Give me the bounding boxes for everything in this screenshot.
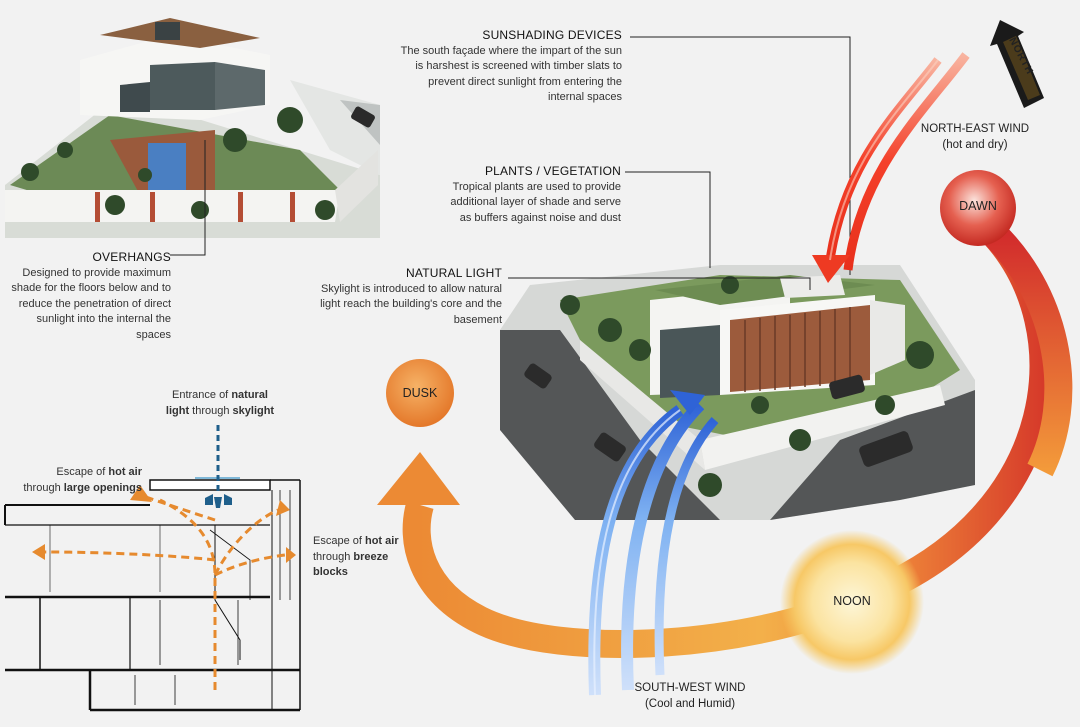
hot-air-arrowhead xyxy=(130,485,152,502)
sunshading-callout: SUNSHADING DEVICES The south façade wher… xyxy=(380,28,622,106)
overhangs-render xyxy=(5,18,380,238)
sunshading-leader xyxy=(630,36,851,275)
north-arrow-icon xyxy=(990,20,1044,108)
dawn-label: DAWN xyxy=(959,199,997,213)
skylight-light-shaft xyxy=(205,425,232,508)
overhangs-leader xyxy=(170,140,206,256)
overhangs-line: sunlight into the internal the xyxy=(36,313,171,325)
southwest-wind-sub: (Cool and Humid) xyxy=(644,698,736,710)
northeast-wind-title: NORTH-EAST WIND xyxy=(920,123,1030,135)
plants-title: PLANTS / VEGETATION xyxy=(484,164,621,178)
noon-circle xyxy=(780,530,924,674)
natural-light-callout: NATURAL LIGHT Skylight is introduced to … xyxy=(298,266,502,328)
southwest-wind-label: SOUTH-WEST WIND (Cool and Humid) xyxy=(620,680,760,712)
escape-breeze-blocks-label: Escape of hot air through breeze blocks xyxy=(313,535,399,578)
overhangs-line: Designed to provide maximum xyxy=(22,266,171,279)
natural-light-line: light reach the building's core and the xyxy=(320,298,502,310)
natural-light-leader xyxy=(508,277,811,290)
dawn-circle xyxy=(940,170,1016,246)
hot-air-paths xyxy=(44,493,286,690)
sunshading-line: prevent direct sunlight from entering th… xyxy=(428,75,622,88)
escape-large-openings-label: Escape of hot air through large openings xyxy=(23,466,142,494)
plants-line: Tropical plants are used to provide xyxy=(452,180,621,193)
northeast-wind-arrows xyxy=(812,52,970,283)
southwest-wind-arrows xyxy=(588,390,719,696)
sun-path-arc xyxy=(402,225,1058,658)
building-render xyxy=(500,265,975,520)
sunshading-line: is harshest is screened with timber slat… xyxy=(415,60,622,72)
dusk-circle xyxy=(386,359,454,427)
plants-line: as buffers against noise and dust xyxy=(459,211,621,224)
overhangs-callout: OVERHANGS Designed to provide maximum sh… xyxy=(10,250,171,343)
dusk-label: DUSK xyxy=(402,386,438,400)
southwest-wind-title: SOUTH-WEST WIND xyxy=(634,682,746,694)
overhangs-line: shade for the floors below and to xyxy=(11,282,171,294)
sunshading-line: internal spaces xyxy=(548,91,622,103)
northeast-wind-label: NORTH-EAST WIND (hot and dry) xyxy=(905,121,1045,153)
hot-air-arrowhead xyxy=(32,544,45,560)
plants-callout: PLANTS / VEGETATION Tropical plants are … xyxy=(420,164,621,226)
plants-line: additional layer of shade and serve xyxy=(450,196,621,208)
hot-air-arrowhead xyxy=(286,547,296,563)
natural-light-line: Skylight is introduced to allow natural xyxy=(321,282,502,295)
sunshading-line: The south façade where the impart of the… xyxy=(400,44,622,57)
natural-light-line: basement xyxy=(453,313,502,326)
hot-air-arrowhead xyxy=(276,500,290,516)
sunshading-title: SUNSHADING DEVICES xyxy=(482,28,622,42)
natural-light-title: NATURAL LIGHT xyxy=(406,266,502,280)
section-drawing xyxy=(4,477,301,712)
northeast-wind-sub: (hot and dry) xyxy=(942,139,1008,151)
overhangs-line: spaces xyxy=(136,328,171,341)
entrance-natural-light-label: Entrance of natural light through skylig… xyxy=(165,389,275,417)
overhangs-line: reduce the penetration of direct xyxy=(18,297,171,310)
plants-leader xyxy=(625,171,711,268)
sun-path-arrowhead xyxy=(377,452,460,505)
overhangs-title: OVERHANGS xyxy=(92,250,171,264)
noon-label: NOON xyxy=(833,594,871,608)
